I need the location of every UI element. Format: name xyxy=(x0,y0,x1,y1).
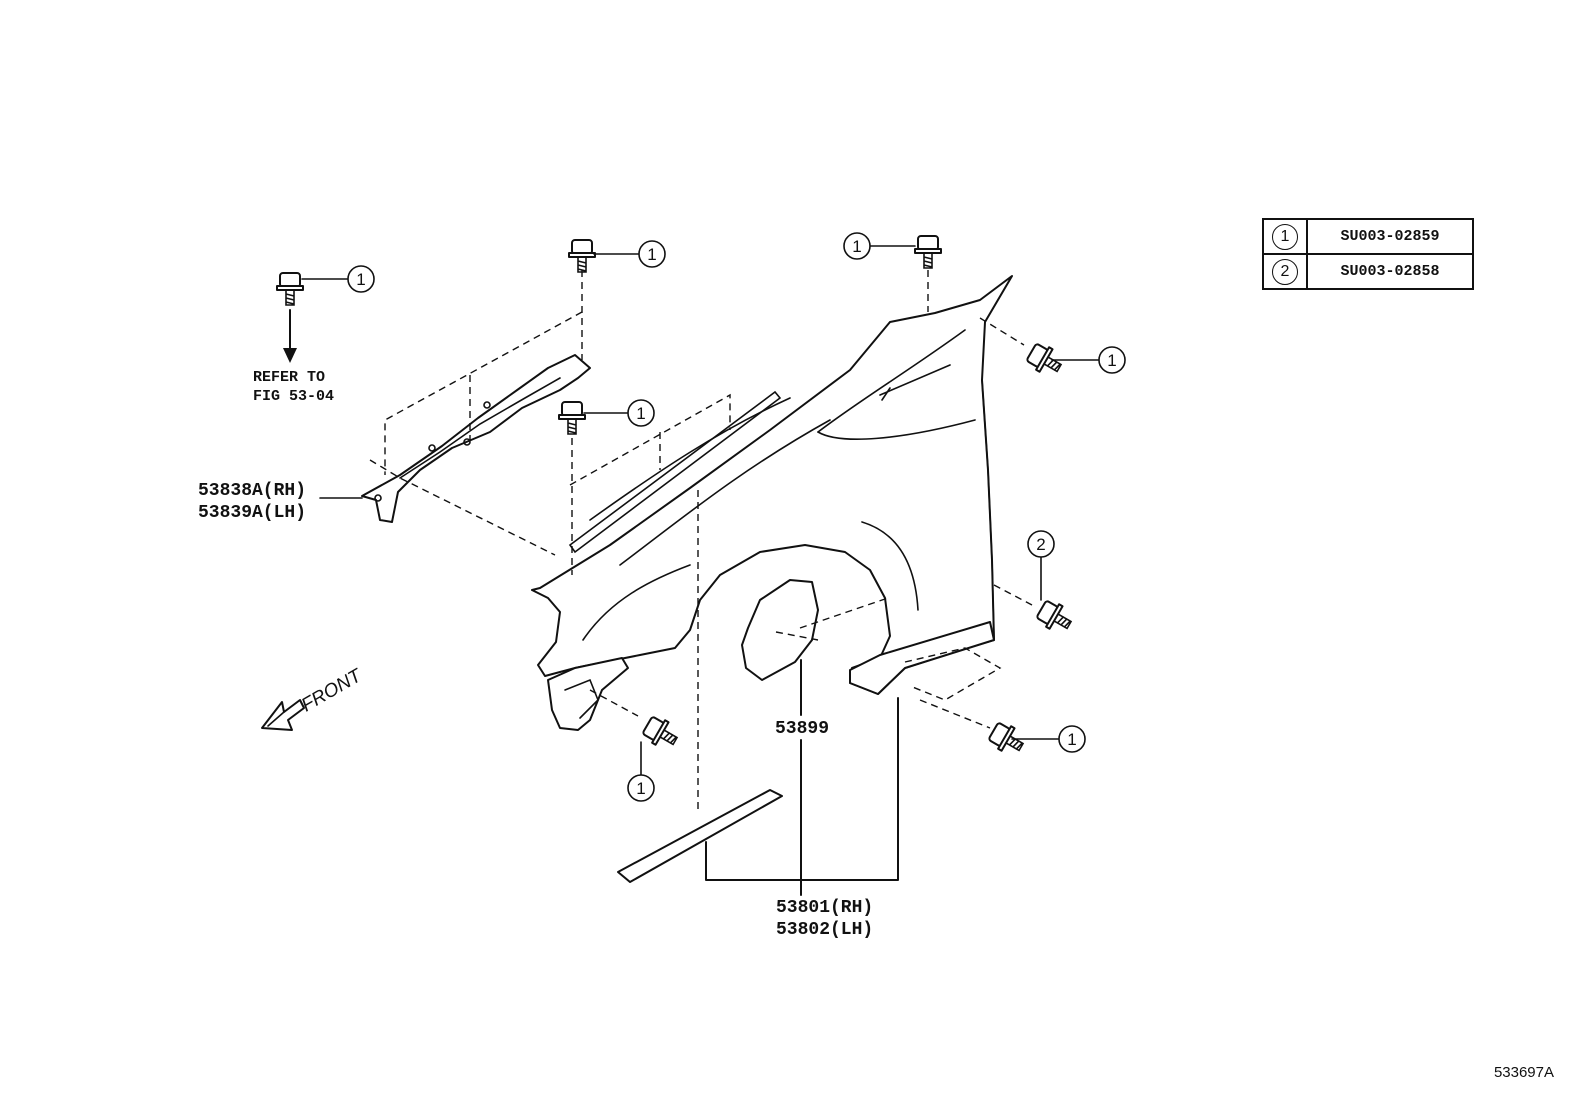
svg-text:1: 1 xyxy=(636,779,645,798)
svg-text:1: 1 xyxy=(1067,730,1076,749)
bolt-icon xyxy=(642,716,679,746)
front-arrow-icon xyxy=(261,699,305,731)
callout-1: 1 xyxy=(347,265,375,293)
bolt-icon xyxy=(276,272,304,306)
refer-to-label: REFER TO xyxy=(253,369,325,386)
callout-1: 1 xyxy=(1098,346,1126,374)
callout-1: 1 xyxy=(843,232,871,260)
part-label-liner: 53899 xyxy=(775,719,829,739)
part-label-fender-lh: 53802(LH) xyxy=(776,920,873,940)
bolt-icon xyxy=(1036,600,1073,630)
part-label-bracket-lh: 53839A(LH) xyxy=(198,503,306,523)
bolt-icon xyxy=(988,722,1025,752)
callout-1: 1 xyxy=(627,774,655,802)
part-label-fender-rh: 53801(RH) xyxy=(776,898,873,918)
legend-part-number: SU003-02859 xyxy=(1306,218,1474,255)
bolt-icon xyxy=(568,239,596,273)
svg-text:1: 1 xyxy=(356,270,365,289)
bolt-icon xyxy=(558,401,586,435)
fastener-legend: 1 SU003-02859 2 SU003-02858 xyxy=(1262,218,1474,290)
legend-key: 1 xyxy=(1272,223,1298,250)
callout-2: 2 xyxy=(1027,530,1055,558)
callout-1: 1 xyxy=(1058,725,1086,753)
front-label: FRONT xyxy=(298,665,366,717)
fender-bracket xyxy=(361,354,591,523)
side-moulding xyxy=(617,789,783,883)
callout-1: 1 xyxy=(627,399,655,427)
svg-text:1: 1 xyxy=(647,245,656,264)
svg-text:2: 2 xyxy=(1036,535,1045,554)
callout-leaders xyxy=(283,245,1100,896)
callout-1: 1 xyxy=(638,240,666,268)
bolt-icon xyxy=(1026,343,1063,373)
legend-part-number: SU003-02858 xyxy=(1306,253,1474,290)
legend-key: 2 xyxy=(1272,258,1298,285)
legend-row: 2 SU003-02858 xyxy=(1262,253,1474,290)
liner-53899 xyxy=(741,579,819,681)
legend-row: 1 SU003-02859 xyxy=(1262,218,1474,255)
lower-front-bracket xyxy=(547,657,629,731)
svg-text:1: 1 xyxy=(636,404,645,423)
refer-fig-label: FIG 53-04 xyxy=(253,388,334,405)
diagram-code: 533697A xyxy=(1493,1064,1554,1081)
svg-text:1: 1 xyxy=(1107,351,1116,370)
part-label-bracket-rh: 53838A(RH) xyxy=(198,481,306,501)
svg-text:1: 1 xyxy=(852,237,861,256)
assembly-lines xyxy=(289,270,1033,812)
bolt-icon xyxy=(914,235,942,269)
